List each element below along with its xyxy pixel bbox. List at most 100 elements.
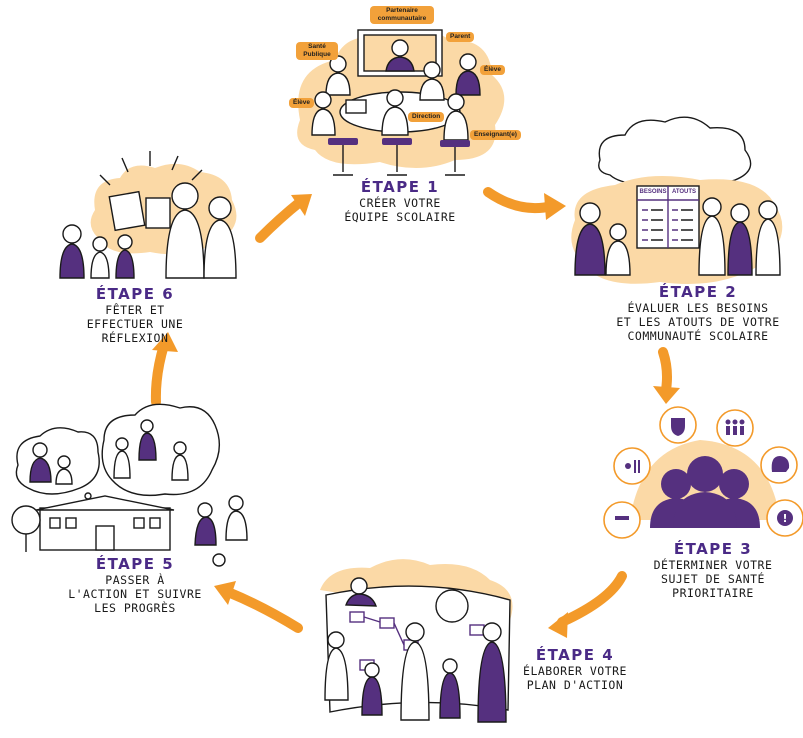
person-head: [329, 55, 347, 73]
person-body: [381, 106, 409, 136]
arrowhead-1: [544, 193, 566, 220]
tag-eleve-left: Élève: [289, 98, 314, 108]
step-5-description: PASSER À L'ACTION ET SUIVRE LES PROGRÈS: [68, 573, 202, 615]
person-head: [609, 223, 627, 241]
person-body: [165, 209, 205, 279]
drawing-paper: [145, 197, 171, 229]
arrowhead-3: [548, 612, 568, 638]
person-head: [405, 622, 425, 642]
silhouette-head: [719, 469, 749, 499]
arrowhead-4: [214, 581, 236, 605]
step-4-description: ÉLABORER VOTRE PLAN D'ACTION: [523, 664, 627, 692]
school-roof: [35, 495, 175, 511]
step4-illustration: [320, 559, 513, 723]
person-body: [605, 240, 631, 276]
step-3-label: ÉTAPE 3 DÉTERMINER VOTRE SUJET DE SANTÉ …: [628, 540, 798, 600]
person-body: [400, 641, 430, 721]
step5-illustration: [11, 403, 248, 567]
silhouette-head: [661, 469, 691, 499]
person-head: [32, 442, 48, 458]
arrow-3-to-4: [557, 571, 627, 627]
arrowheads: [152, 193, 680, 638]
tag-partenaire-communautaire: Partenaire communautaire: [370, 6, 434, 24]
silhouette-head: [687, 456, 723, 492]
person-body: [90, 251, 110, 279]
step-1-description: CRÉER VOTRE ÉQUIPE SCOLAIRE: [344, 196, 456, 224]
step5-cloud-right: [101, 403, 220, 497]
person-head: [171, 182, 199, 210]
tag-eleve-right: Élève: [480, 65, 505, 75]
step3-illustration: !: [603, 406, 803, 539]
step1-illustration: [297, 29, 505, 176]
arrow-2-to-3: [658, 347, 672, 395]
person-body: [59, 243, 85, 279]
person-body: [439, 672, 461, 719]
school-windows: [49, 517, 161, 551]
silhouette-body: [673, 492, 737, 528]
arrowhead-6: [291, 194, 312, 216]
person-head: [197, 502, 213, 518]
step-3-title: ÉTAPE 3: [673, 540, 753, 558]
arrow-1-to-2: [483, 187, 557, 214]
tag-parent: Parent: [446, 32, 475, 42]
person-body: [115, 249, 135, 279]
board-besoins-label: BESOINS: [639, 189, 667, 195]
person-body: [455, 70, 481, 96]
step2-people: [574, 197, 781, 276]
chair-legs: [333, 145, 465, 176]
cloud-figures: [29, 419, 189, 485]
person-body: [138, 432, 157, 461]
arrow-6-to-1: [255, 197, 305, 243]
step6-people: [59, 182, 237, 279]
checklist-marks: [642, 209, 693, 241]
person-head: [386, 89, 404, 107]
person-body: [698, 215, 726, 276]
step-1-label: ÉTAPE 1 CRÉER VOTRE ÉQUIPE SCOLAIRE: [320, 178, 480, 224]
running-kids: [194, 495, 248, 567]
tag-direction: Direction: [408, 112, 445, 122]
person-head: [423, 61, 441, 79]
arrow-5-to-6: [150, 340, 169, 407]
step-2-description: ÉVALUER LES BESOINS ET LES ATOUTS DE VOT…: [616, 301, 780, 343]
step2-illustration: [571, 116, 783, 284]
person-head: [140, 419, 154, 433]
person-head: [579, 202, 601, 224]
wall-notes: [349, 611, 485, 671]
person-body: [324, 647, 349, 701]
tag-sante-publique: Santé Publique: [296, 42, 338, 60]
person-body: [194, 516, 217, 546]
person-head: [758, 200, 778, 220]
person-body: [29, 457, 52, 483]
person-head: [173, 441, 187, 455]
step-4-title: ÉTAPE 4: [535, 646, 615, 664]
tree: [11, 505, 41, 535]
icon-glyphs: [615, 418, 793, 526]
step-3-description: DÉTERMINER VOTRE SUJET DE SANTÉ PRIORITA…: [653, 558, 773, 600]
thought-dot: [84, 492, 92, 500]
tag-enseignant: Enseignant(e): [470, 130, 521, 140]
arrowhead-2: [653, 386, 680, 404]
person-body: [727, 221, 753, 276]
step2-thought-cloud: [598, 116, 752, 188]
chairs: [328, 138, 470, 147]
person-head: [228, 495, 244, 511]
person-head: [208, 196, 232, 220]
person-body: [477, 641, 507, 723]
person-head: [115, 437, 129, 451]
step-5-label: ÉTAPE 5 PASSER À L'ACTION ET SUIVRE LES …: [50, 555, 220, 615]
meeting-people: [311, 53, 481, 141]
step-6-label: ÉTAPE 6 FÊTER ET EFFECTUER UNE RÉFLEXION: [60, 285, 210, 345]
person-head: [730, 203, 750, 223]
person-head: [350, 577, 368, 595]
person-body: [443, 110, 469, 141]
person-head: [364, 662, 380, 678]
person-body: [325, 72, 351, 96]
person-head: [327, 631, 345, 649]
step6-illustration: [59, 151, 237, 279]
drawing-paper: [108, 190, 146, 232]
person-head: [447, 93, 465, 111]
person-body: [225, 510, 248, 541]
person-body: [574, 223, 606, 276]
silhouette-group: [650, 456, 760, 528]
